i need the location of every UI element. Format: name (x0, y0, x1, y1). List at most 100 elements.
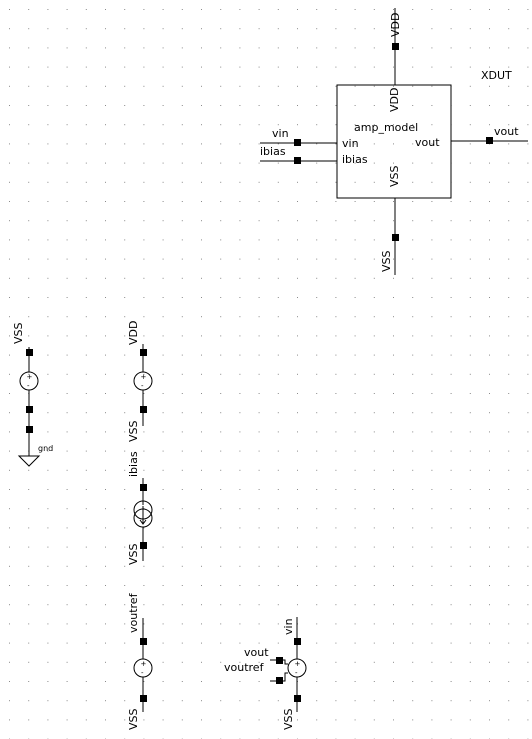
grid-dot (508, 719, 510, 721)
grid-dot (85, 393, 87, 394)
grid-dot (239, 297, 241, 298)
grid-dot (258, 66, 260, 68)
grid-dot (373, 450, 375, 452)
grid-dot (9, 316, 10, 318)
grid-dot (28, 623, 30, 625)
grid-dot (431, 239, 433, 241)
grid-dot (412, 719, 414, 721)
grid-dot (316, 105, 318, 106)
grid-dot (354, 489, 356, 490)
vcvs-source[interactable]: + - vout voutref vin VSS (224, 617, 307, 730)
grid-dot (220, 489, 222, 490)
grid-dot (9, 393, 10, 394)
vdd-source-pin-bottom[interactable] (140, 406, 147, 413)
vdd-source-pin-top[interactable] (140, 349, 147, 356)
grid-dot (373, 181, 375, 183)
grid-dot (143, 585, 145, 586)
grid-dot (316, 585, 318, 586)
grid-dot (47, 450, 49, 452)
grid-dot (220, 316, 222, 318)
grid-dot (412, 316, 414, 318)
vdd-voltage-source[interactable]: + - VDD VSS (127, 321, 153, 442)
gnd-pin[interactable] (26, 426, 33, 433)
grid-dot (508, 604, 510, 606)
pin-vss[interactable] (392, 234, 399, 241)
grid-dot (431, 585, 433, 586)
grid-dot (412, 47, 414, 49)
pin-vin[interactable] (294, 139, 301, 146)
grid-dot (469, 681, 471, 682)
grid-dot (508, 162, 510, 164)
grid-dot (85, 546, 87, 548)
grid-dot (335, 105, 337, 106)
grid-dot (201, 412, 202, 414)
grid-dot (28, 66, 30, 68)
grid-dot (508, 354, 510, 356)
grid-dot (66, 354, 68, 356)
grid-dot (469, 661, 471, 663)
grid-dot (469, 450, 471, 452)
vcvs-pin-top[interactable] (294, 638, 301, 645)
grid-dot (489, 85, 490, 87)
grid-dot (489, 277, 490, 279)
vcvs-ctrl-n-pin[interactable] (276, 677, 283, 684)
grid-dot (105, 700, 106, 702)
grid-dot (469, 469, 471, 471)
grid-dot (412, 105, 414, 106)
grid-dot (85, 450, 87, 452)
ibias-current-source[interactable]: ibias VSS (127, 451, 153, 565)
vcvs-pin-bottom[interactable] (294, 695, 301, 702)
ibias-source-pin-bottom[interactable] (140, 542, 147, 549)
grid-dot (143, 258, 145, 260)
grid-dot (431, 469, 433, 471)
grid-dot (181, 143, 183, 145)
dut-block[interactable]: XDUT amp_model VDD VSS vin ibias vout VD… (260, 8, 528, 275)
grid-dot (393, 700, 394, 702)
grid-dot (66, 181, 68, 183)
grid-dot (105, 105, 106, 106)
grid-dot (373, 335, 375, 337)
vcvs-ctrl-p-pin[interactable] (276, 657, 283, 664)
grid-dot (85, 373, 87, 375)
grid-dot (258, 277, 260, 279)
grid-dot (124, 527, 126, 529)
grid-dot (220, 277, 222, 279)
grid-dot (9, 258, 10, 260)
grid-dot (527, 623, 529, 625)
pin-ibias[interactable] (294, 157, 301, 164)
grid-dot (277, 258, 279, 260)
vss-source-pin-bottom[interactable] (26, 406, 33, 413)
grid-dot (508, 585, 510, 586)
grid-dot (220, 565, 222, 567)
grid-dot (412, 661, 414, 663)
voutref-source-pin-bottom[interactable] (140, 695, 147, 702)
vss-voltage-source[interactable]: + - gnd VSS (12, 322, 53, 467)
grid-dot (124, 9, 126, 10)
grid-dot (527, 124, 529, 126)
grid-dot (9, 162, 10, 164)
grid-dot (47, 143, 49, 145)
voutref-voltage-source[interactable]: + - voutref VSS (127, 592, 153, 730)
grid-dot (489, 316, 490, 318)
grid-dot (258, 565, 260, 567)
ibias-source-pin-top[interactable] (140, 484, 147, 491)
vss-source-pin-top[interactable] (26, 349, 33, 356)
voutref-source-pin-top[interactable] (140, 638, 147, 645)
grid-dot (412, 297, 414, 298)
grid-dot (47, 85, 49, 87)
grid-dot (297, 277, 298, 279)
grid-dot (47, 220, 49, 222)
grid-dot (258, 431, 260, 433)
grid-dot (335, 258, 337, 260)
grid-dot (47, 431, 49, 433)
grid-dot (201, 181, 202, 183)
pin-vdd[interactable] (392, 43, 399, 50)
grid-dot (220, 546, 222, 548)
grid-dot (527, 565, 529, 567)
pin-vout[interactable] (486, 137, 493, 144)
grid-dot (47, 316, 49, 318)
grid-dot (335, 277, 337, 279)
grid-dot (373, 719, 375, 721)
grid-dot (431, 143, 433, 145)
grid-dot (85, 431, 87, 433)
